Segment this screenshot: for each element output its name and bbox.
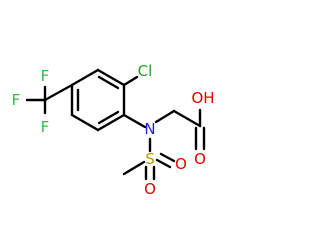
ring-bond	[96, 113, 126, 132]
bond-ring-to-cf3-carbon	[43, 83, 74, 102]
sulfur-atom-label: S	[145, 150, 155, 168]
fluorine-top-label: F	[41, 67, 50, 85]
chemical-structure-diagram: Cl N S O O OH O F F F	[12, 62, 215, 198]
bond-ch2-to-carbonyl-carbon	[172, 109, 202, 128]
sulfonyl-oxygen-bottom-label: O	[144, 180, 156, 198]
ring-bond	[96, 68, 126, 87]
carbonyl-oxygen-label: O	[194, 150, 206, 168]
bond-ring-to-chlorine	[122, 75, 139, 87]
ring-bond	[70, 68, 100, 87]
hydroxyl-label: OH	[191, 89, 214, 107]
ring-bond	[70, 113, 100, 132]
nitrogen-atom-label: N	[144, 120, 155, 138]
fluorine-bottom-label: F	[41, 118, 50, 136]
chlorine-atom-label: Cl	[138, 62, 153, 80]
structure-canvas: Cl N S O O OH O F F F	[11, 62, 215, 198]
ring-inner-double-bond	[97, 75, 120, 90]
bond-sulfur-double-o-right-a	[155, 158, 172, 169]
benzene-ring	[70, 68, 126, 132]
bond-nitrogen-to-ch2	[154, 109, 176, 124]
fluorine-left-label: F	[12, 91, 21, 109]
ring-inner-double-bond	[97, 110, 120, 125]
bond-sulfur-to-methyl	[122, 160, 146, 176]
bond-sulfur-double-o-right-b	[159, 152, 176, 163]
bond-ring-to-nitrogen	[122, 113, 147, 129]
sulfonyl-oxygen-right-label: O	[175, 155, 187, 173]
